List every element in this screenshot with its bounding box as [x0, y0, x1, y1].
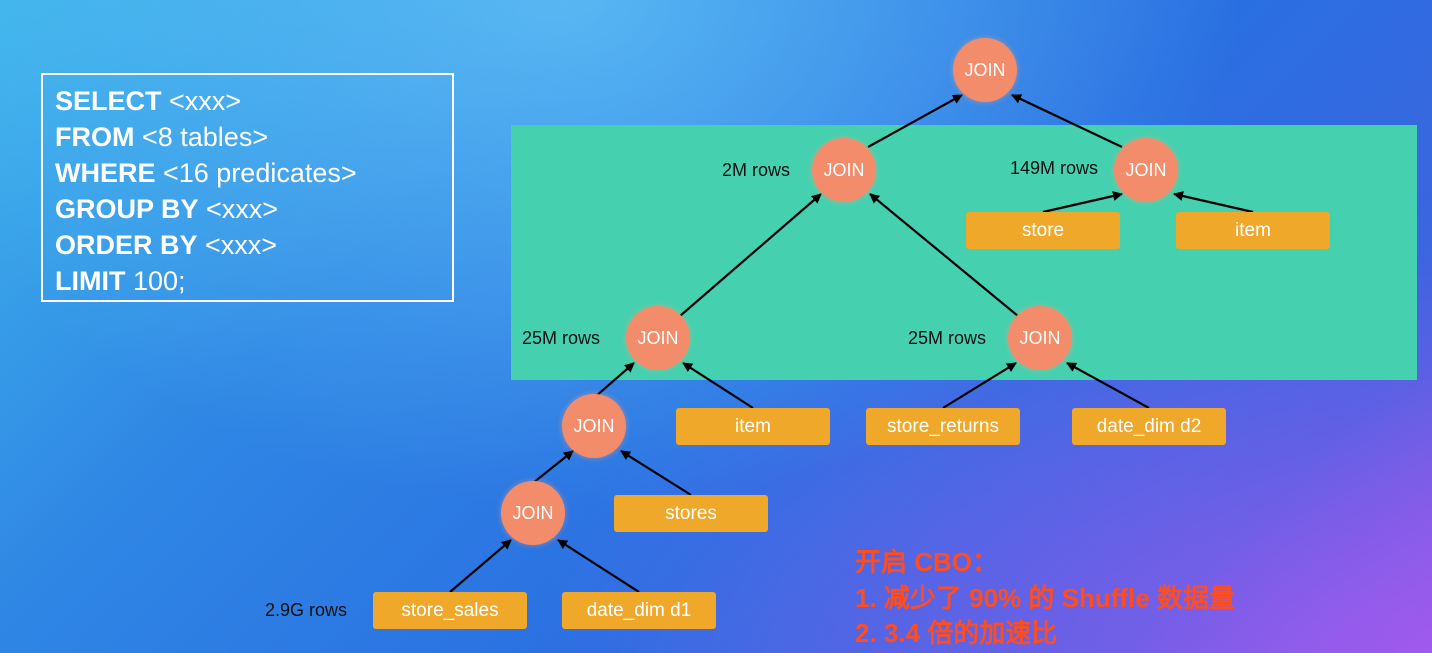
edge-j3-j1 [1011, 94, 1123, 148]
join-node-root: JOIN [953, 38, 1017, 102]
join-node-leaf: JOIN [501, 481, 565, 545]
sql-line-where: WHERE <16 predicates> [55, 158, 357, 188]
cbo-note-title: 开启 CBO： [855, 547, 999, 577]
edge-j2-j1 [867, 94, 963, 148]
join-node-25m-left: JOIN [626, 306, 690, 370]
join-node-25m-right: JOIN [1008, 306, 1072, 370]
sql-line-select: SELECT <xxx> [55, 86, 242, 116]
join-node-149m: JOIN [1114, 138, 1178, 202]
table-store: store [966, 212, 1120, 249]
edge-date-dim-d2-j5 [1066, 362, 1150, 409]
sql-line-from: FROM <8 tables> [55, 122, 269, 152]
cbo-note-item-1: 1. 减少了 90% 的 Shuffle 数据量 [855, 583, 1235, 613]
join-node-stores: JOIN [562, 394, 626, 458]
join-node-2m: JOIN [812, 138, 876, 202]
edge-item-j4 [682, 362, 754, 409]
rows-label-2m: 2M rows [722, 160, 791, 180]
rows-label-25m-right: 25M rows [908, 328, 987, 348]
sql-line-order-by: ORDER BY <xxx> [55, 230, 278, 260]
table-date-dim-d1: date_dim d1 [562, 592, 716, 629]
table-item: item [676, 408, 830, 445]
rows-label-149m: 149M rows [1010, 158, 1099, 178]
sql-line-limit: LIMIT 100; [55, 266, 186, 296]
edge-j4-j2 [679, 193, 822, 317]
edge-j7-j6 [532, 450, 574, 484]
edge-store-returns-j5 [942, 362, 1017, 409]
table-store-sales: store_sales [373, 592, 527, 629]
table-date-dim-d2: date_dim d2 [1072, 408, 1226, 445]
cbo-note-item-2: 2. 3.4 倍的加速比 [855, 618, 1058, 648]
edge-date-dim-d1-j7 [557, 539, 640, 593]
edge-store-j3 [1042, 191, 1123, 214]
edge-item-right-j3 [1173, 191, 1254, 214]
rows-label-2-9g: 2.9G rows [265, 600, 348, 620]
edge-j5-j2 [869, 193, 1019, 317]
rows-label-25m-left: 25M rows [522, 328, 601, 348]
table-item-right: item [1176, 212, 1330, 249]
table-stores: stores [614, 495, 768, 532]
table-store-returns: store_returns [866, 408, 1020, 445]
edge-store-sales-j7 [449, 539, 512, 593]
sql-line-group-by: GROUP BY <xxx> [55, 194, 279, 224]
edge-j6-j4 [594, 362, 635, 398]
sql-query-box: SELECT <xxx> FROM <8 tables> WHERE <16 p… [41, 73, 454, 302]
edge-stores-j6 [620, 450, 692, 496]
